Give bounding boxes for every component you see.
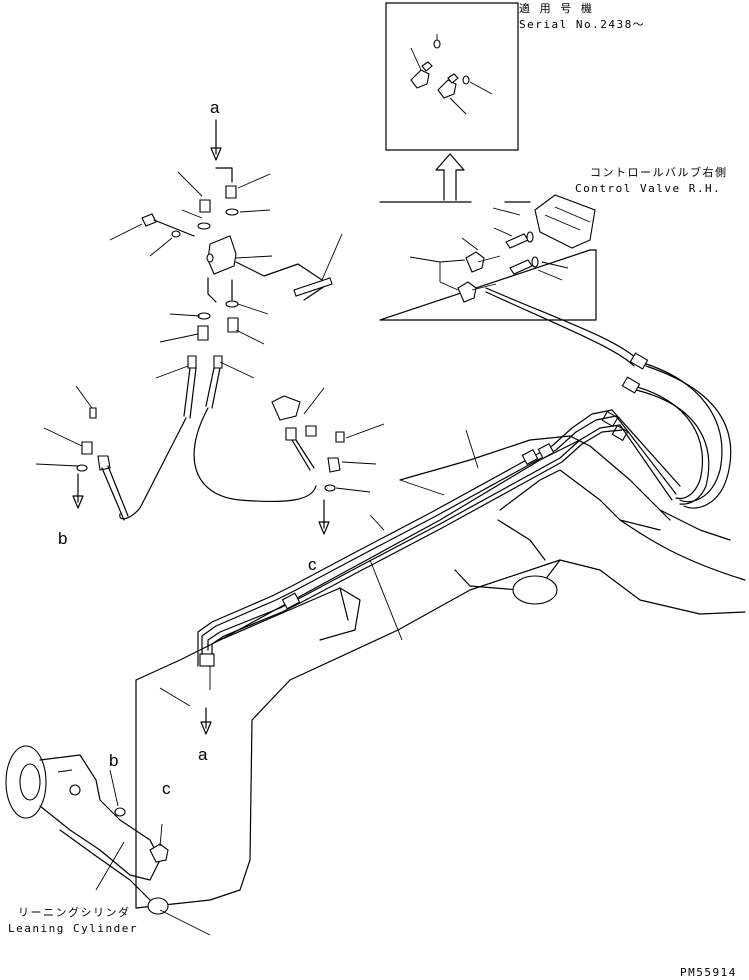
valve-hoses: [485, 287, 732, 509]
control-valve-label-jp: コントロールバルブ右側: [590, 165, 728, 179]
callout-c-top: c: [308, 555, 317, 574]
callout-a-top: a: [210, 98, 220, 117]
leaning-cylinder: [5, 745, 211, 936]
reference-arrow: [435, 153, 465, 201]
drawing-number: PM55914: [680, 966, 737, 979]
callout-c-bottom: c: [162, 779, 171, 798]
serial-inset: [385, 2, 519, 151]
control-valve-box: [379, 194, 597, 321]
serial-number-label: Serial No.2438～: [519, 18, 645, 31]
valve-assembly: [35, 119, 385, 735]
callout-a-bottom: a: [198, 745, 208, 764]
control-valve-label-en: Control Valve R.H.: [575, 182, 721, 195]
callout-b-bottom: b: [109, 751, 118, 770]
leaning-cylinder-label-en: Leaning Cylinder: [8, 922, 138, 935]
leaning-cylinder-label-jp: リーニングシリンダ: [18, 905, 131, 919]
applicable-machine-label: 適 用 号 機: [519, 1, 593, 15]
boom-structure: [135, 409, 746, 909]
callout-b-top: b: [58, 529, 67, 548]
